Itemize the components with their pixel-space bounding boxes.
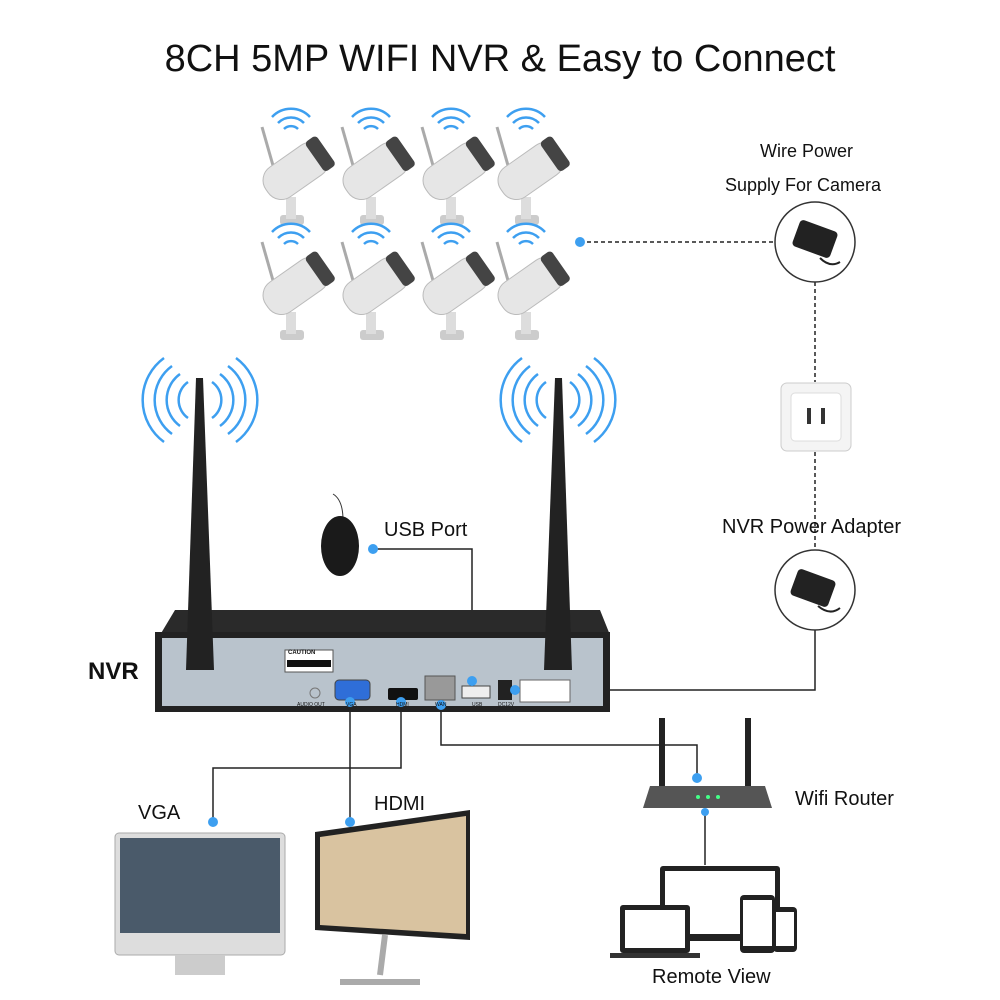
camera-icon <box>335 222 418 342</box>
port-label-vga: VGA <box>346 702 357 708</box>
camera-icon <box>335 107 418 227</box>
nvr-antennas <box>141 356 617 670</box>
camera-power-supply-icon <box>774 201 856 283</box>
remote-view-devices-icon <box>610 866 797 958</box>
page-title: 8CH 5MP WIFI NVR & Easy to Connect <box>164 38 836 80</box>
wire-power-label: Wire Power <box>760 141 854 161</box>
usb-mouse-icon <box>321 493 359 576</box>
hdmi-monitor-icon <box>315 810 470 985</box>
port-label-dc12v: DC12V <box>498 702 515 708</box>
hdmi-label: HDMI <box>374 793 426 815</box>
nvr-power-adapter-label: NVR Power Adapter <box>722 516 901 538</box>
port-label-audio-out: AUDIO OUT <box>297 702 325 708</box>
wifi-router-label: Wifi Router <box>795 788 894 810</box>
nvr-power-adapter-icon <box>774 549 856 631</box>
nvr-device <box>155 610 610 712</box>
power-outlet-icon <box>780 382 852 452</box>
wifi-cameras <box>255 107 573 342</box>
usb-port-label: USB Port <box>384 519 468 541</box>
vga-monitor-icon <box>114 832 286 975</box>
caution-label: CAUTION <box>288 650 316 656</box>
port-label-wan: WAN <box>435 702 447 708</box>
port-label-hdmi: HDMI <box>396 702 409 708</box>
camera-icon <box>255 107 338 227</box>
camera-icon <box>415 107 498 227</box>
nvr-label: NVR <box>88 658 139 685</box>
vga-label: VGA <box>138 802 181 824</box>
camera-icon <box>490 222 573 342</box>
wifi-router-icon <box>643 718 772 808</box>
connector-dots <box>208 237 709 827</box>
camera-icon <box>490 107 573 227</box>
camera-icon <box>255 222 338 342</box>
supply-for-camera-label: Supply For Camera <box>725 175 882 195</box>
remote-view-label: Remote View <box>652 966 771 988</box>
camera-icon <box>415 222 498 342</box>
port-label-usb: USB <box>472 702 483 708</box>
